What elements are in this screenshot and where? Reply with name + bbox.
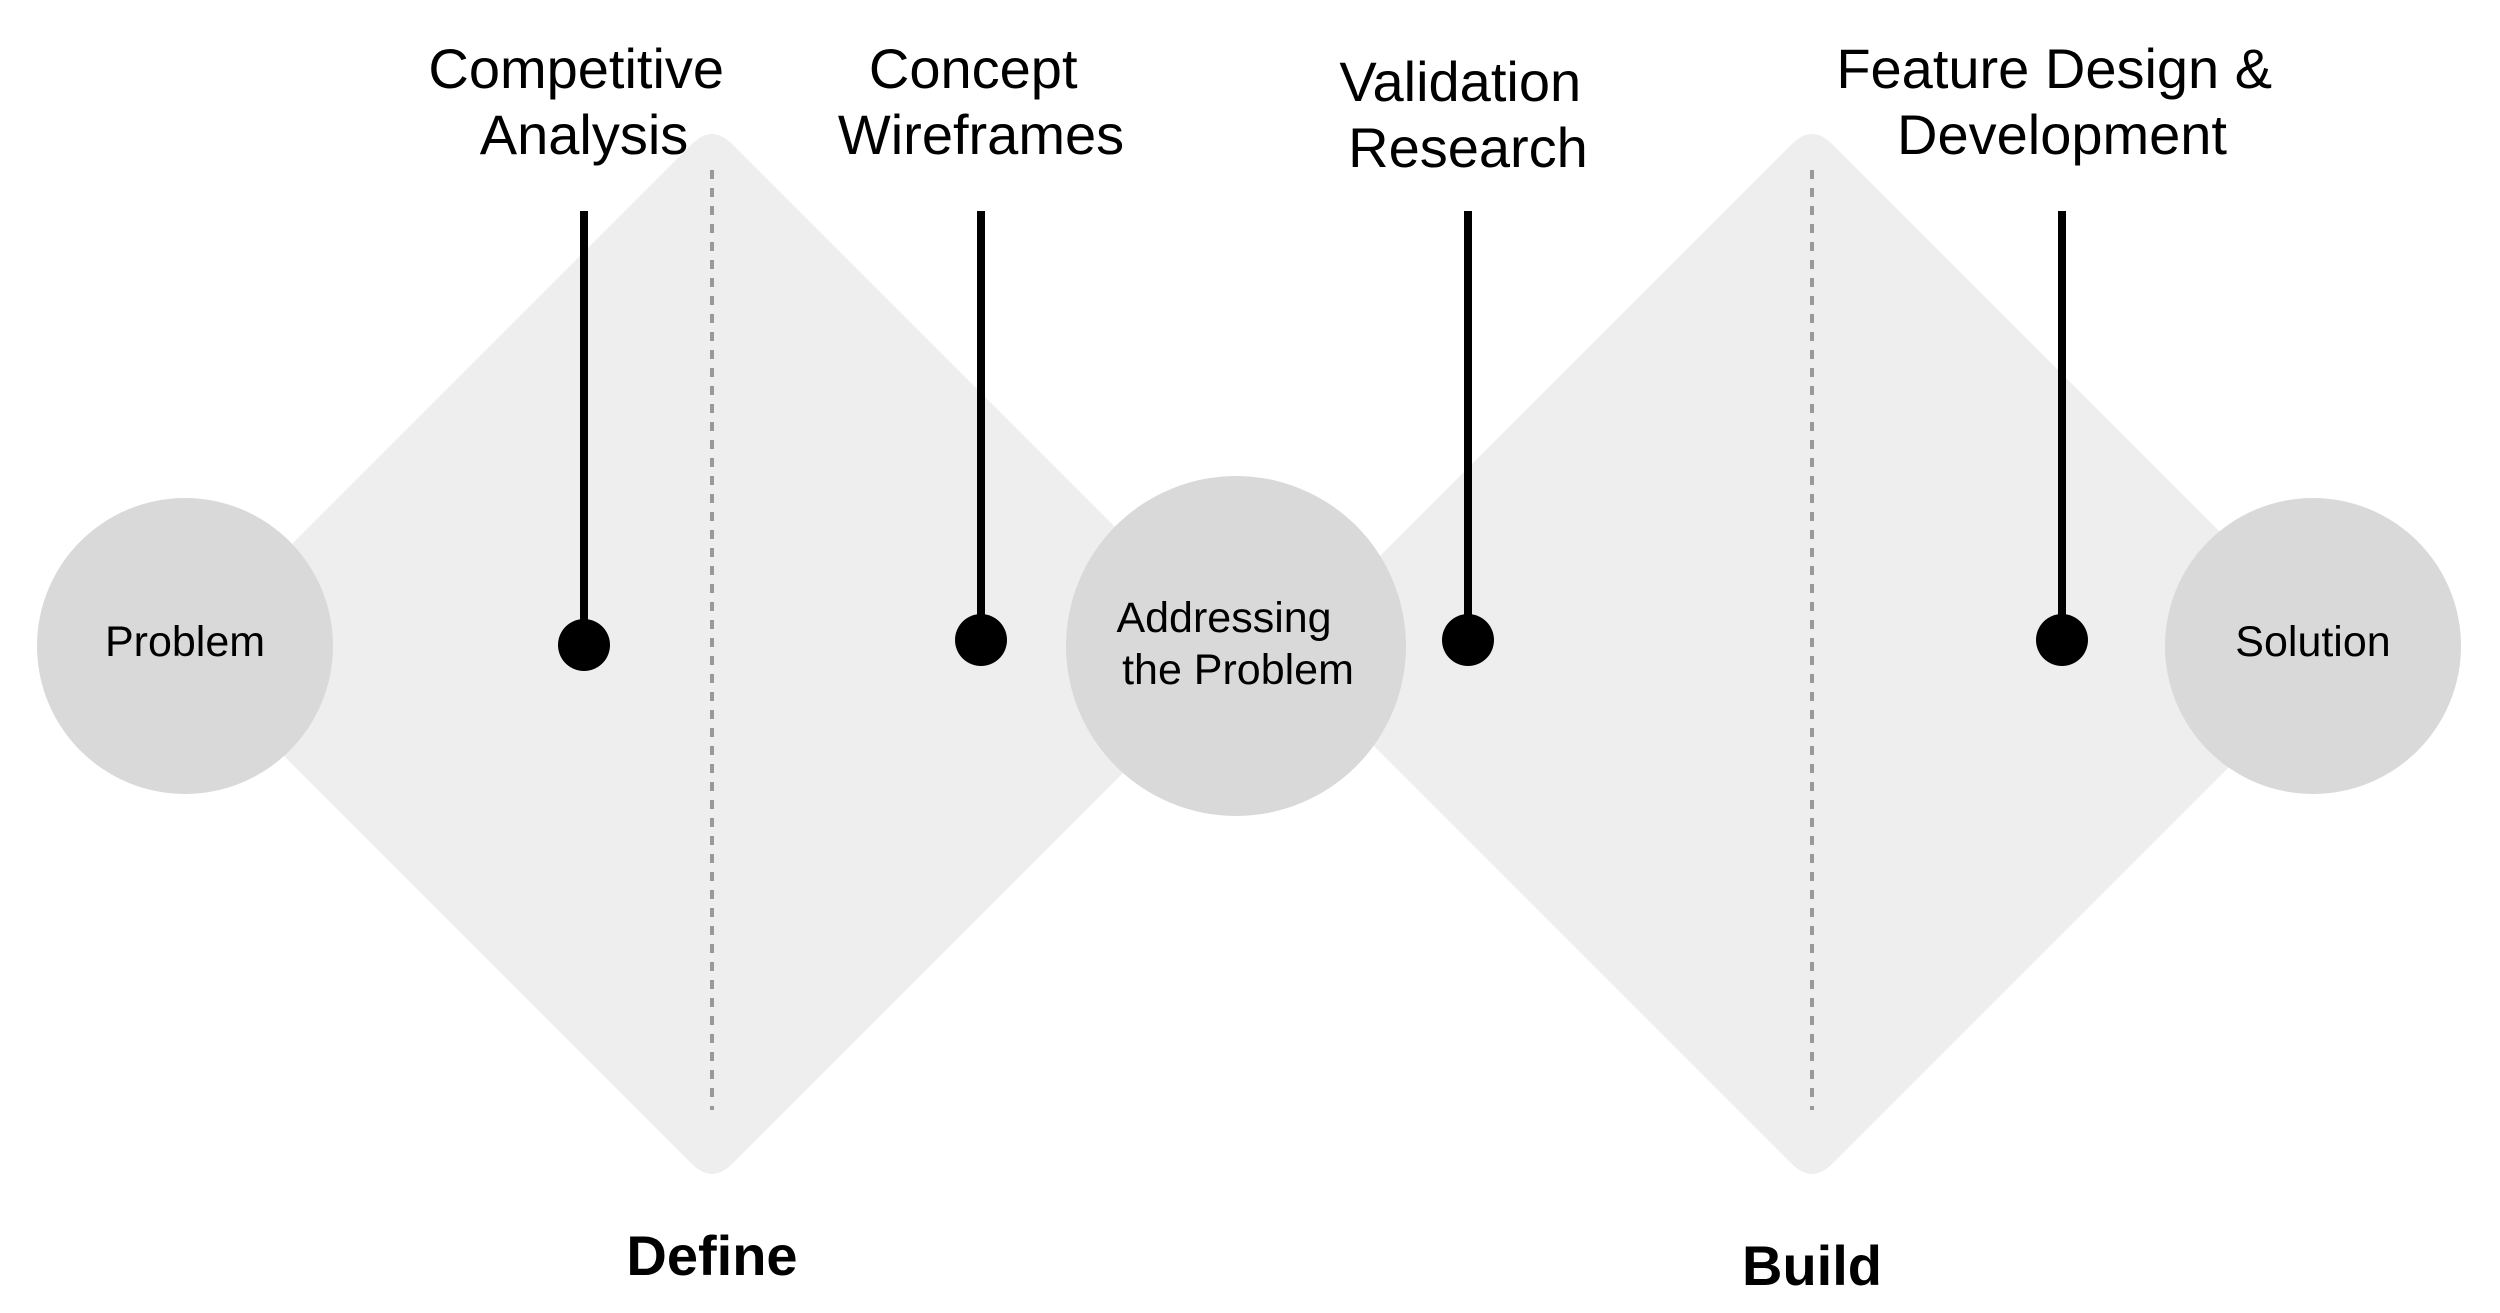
step-competitive-analysis-label: Competitive Analysis <box>428 37 739 166</box>
step-dot <box>955 614 1007 666</box>
step-concept-wireframes: Concept Wireframes <box>838 37 1124 666</box>
step-concept-wireframes-label: Concept Wireframes <box>838 37 1124 166</box>
phase-define-label: Define <box>626 1224 797 1287</box>
node-solution: Solution <box>2165 498 2461 794</box>
step-competitive-analysis: Competitive Analysis <box>428 37 739 671</box>
step-feature-design-development: Feature Design & Development <box>1836 37 2287 666</box>
step-validation-research: Validation Research <box>1339 50 1596 666</box>
step-feature-design-label: Feature Design & Development <box>1836 37 2287 166</box>
define-diamond <box>192 134 1232 1174</box>
step-dot <box>2036 614 2088 666</box>
step-validation-research-label: Validation Research <box>1339 50 1596 179</box>
build-diamond <box>1292 134 2332 1174</box>
phase-build-label: Build <box>1742 1234 1882 1297</box>
node-solution-label: Solution <box>2235 618 2390 666</box>
node-addressing-label: Addressing the Problem <box>1116 594 1353 694</box>
node-problem-label: Problem <box>105 618 265 666</box>
node-problem: Problem <box>37 498 333 794</box>
step-dot <box>1442 614 1494 666</box>
step-dot <box>558 619 610 671</box>
node-addressing-the-problem: Addressing the Problem <box>1066 476 1406 816</box>
